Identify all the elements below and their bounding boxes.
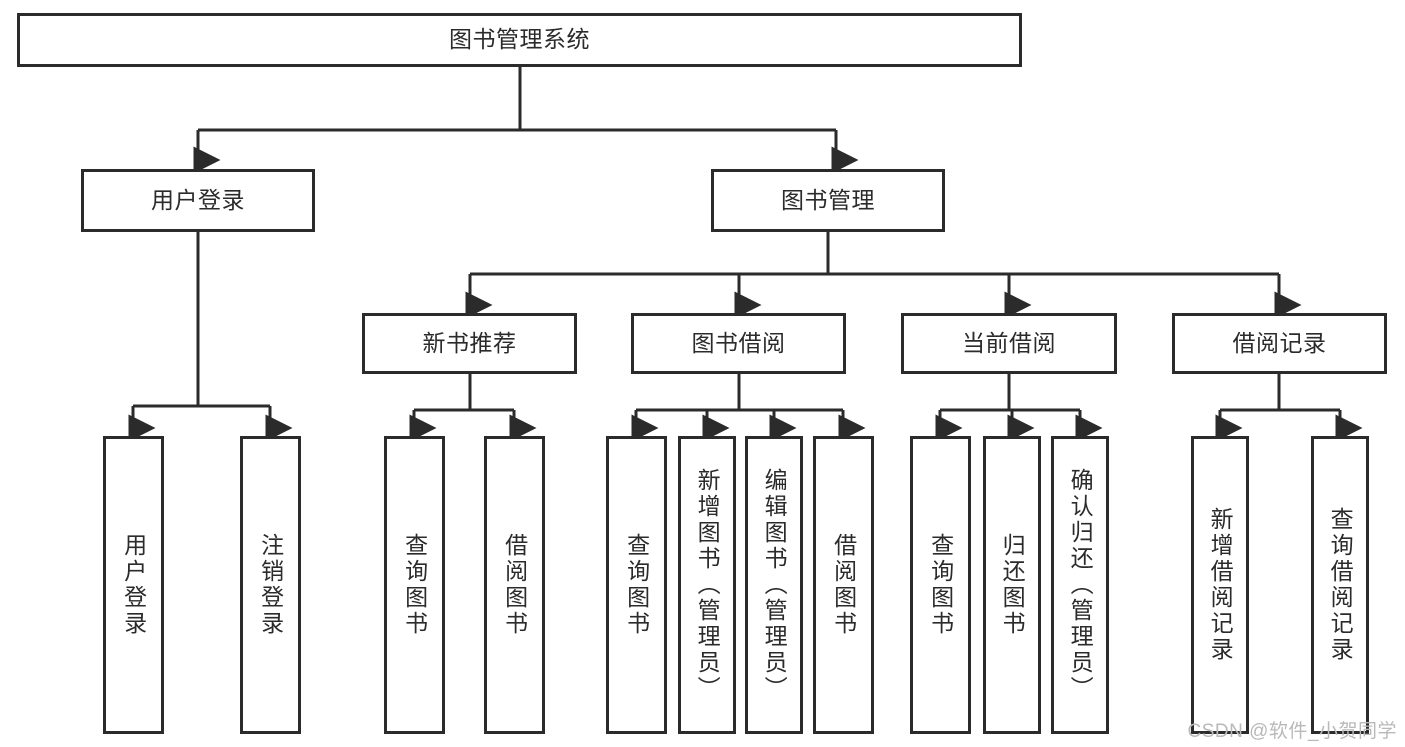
leaf-query-book-recommend[interactable]: 查询图书: [384, 436, 445, 734]
node-book-management[interactable]: 图书管理: [711, 169, 945, 232]
edges-new-book: [409, 374, 537, 442]
leaf-edit-book-admin-label: 编辑图书（管理员）: [761, 468, 788, 702]
leaf-borrow-book[interactable]: 借阅图书: [813, 436, 874, 734]
watermark: CSDN @软件_小贺同学: [1187, 721, 1397, 742]
leaf-edit-book-admin[interactable]: 编辑图书（管理员）: [745, 436, 803, 734]
edges-book-mgmt: [465, 232, 1302, 319]
node-book-borrow[interactable]: 图书借阅: [631, 313, 846, 374]
node-current-borrow-label: 当前借阅: [962, 329, 1056, 356]
node-root[interactable]: 图书管理系统: [17, 13, 1022, 67]
edges-root: [193, 67, 859, 174]
leaf-query-book-borrow[interactable]: 查询图书: [606, 436, 667, 734]
leaf-borrow-book-recommend[interactable]: 借阅图书: [484, 436, 545, 734]
leaf-confirm-return-admin-label: 确认归还（管理员）: [1067, 468, 1094, 702]
leaf-add-borrow-record[interactable]: 新增借阅记录: [1191, 436, 1249, 734]
leaf-return-book-label: 归还图书: [999, 533, 1026, 637]
node-book-borrow-label: 图书借阅: [691, 329, 786, 356]
leaf-confirm-return-admin[interactable]: 确认归还（管理员）: [1051, 436, 1109, 734]
edges-borrow: [631, 374, 866, 442]
leaf-add-borrow-record-label: 新增借阅记录: [1207, 507, 1234, 663]
leaf-borrow-book-label: 借阅图书: [830, 533, 857, 637]
node-root-label: 图书管理系统: [449, 26, 590, 53]
leaf-query-borrow-record-label: 查询借阅记录: [1327, 507, 1354, 663]
leaf-logout[interactable]: 注销登录: [240, 436, 301, 734]
node-book-management-label: 图书管理: [781, 186, 875, 213]
leaf-borrow-book-recommend-label: 借阅图书: [501, 533, 528, 637]
leaf-logout-label: 注销登录: [257, 533, 284, 637]
leaf-query-book-borrow-label: 查询图书: [623, 533, 650, 637]
node-current-borrow[interactable]: 当前借阅: [901, 313, 1117, 374]
node-borrow-records[interactable]: 借阅记录: [1172, 313, 1387, 374]
leaf-query-book-recommend-label: 查询图书: [401, 533, 428, 637]
leaf-add-book-admin[interactable]: 新增图书（管理员）: [678, 436, 736, 734]
node-new-book-recommend[interactable]: 新书推荐: [362, 313, 577, 374]
edges-user-login: [128, 232, 293, 442]
leaf-add-book-admin-label: 新增图书（管理员）: [694, 468, 721, 702]
node-user-login-label: 用户登录: [151, 186, 245, 213]
edges-current-borrow: [935, 374, 1103, 442]
node-new-book-recommend-label: 新书推荐: [422, 329, 517, 356]
leaf-user-login[interactable]: 用户登录: [103, 436, 164, 734]
leaf-user-login-label: 用户登录: [120, 533, 147, 637]
node-borrow-records-label: 借阅记录: [1232, 329, 1327, 356]
edges-records: [1215, 374, 1363, 442]
leaf-query-book-current[interactable]: 查询图书: [910, 436, 971, 734]
leaf-return-book[interactable]: 归还图书: [983, 436, 1041, 734]
leaf-query-borrow-record[interactable]: 查询借阅记录: [1311, 436, 1369, 734]
node-user-login[interactable]: 用户登录: [81, 169, 315, 232]
leaf-query-book-current-label: 查询图书: [927, 533, 954, 637]
